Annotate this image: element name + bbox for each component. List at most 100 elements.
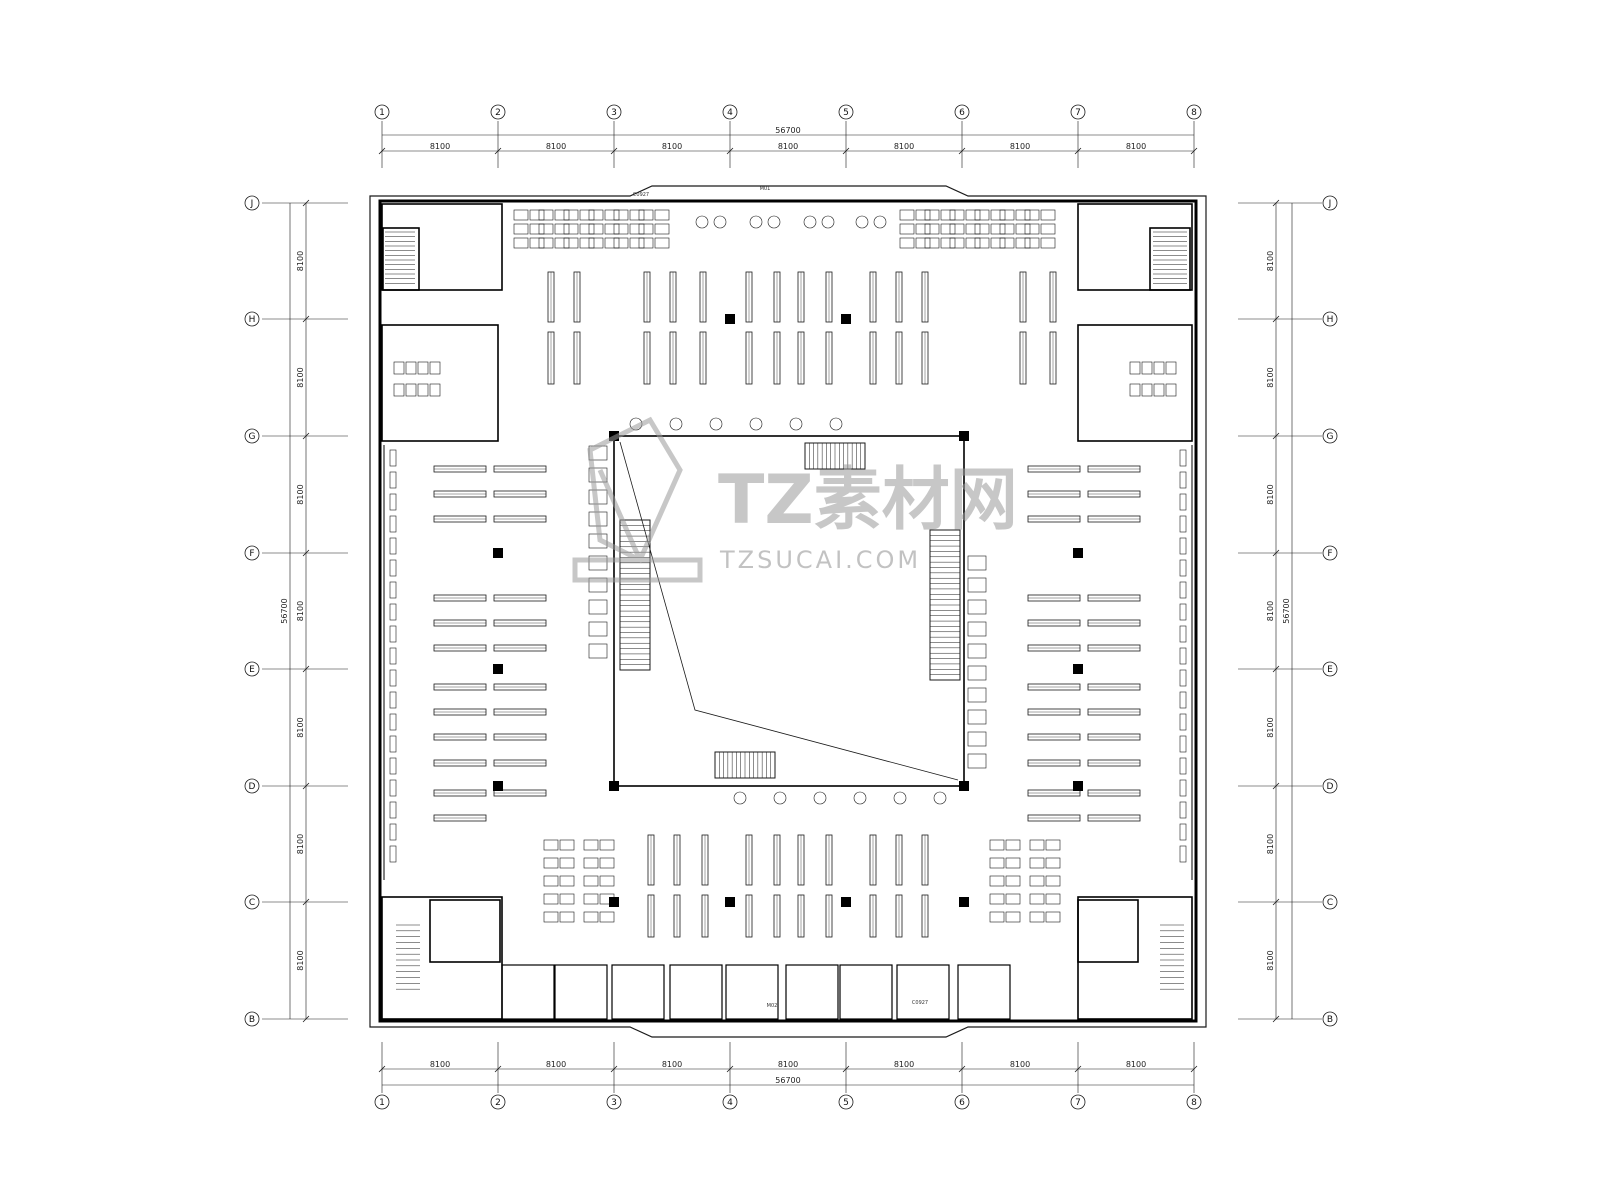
dim-top-tick-6 (958, 147, 966, 155)
north-west-table-pair (579, 223, 595, 235)
dim-left-tick-B (302, 1015, 310, 1023)
north-east-table (949, 209, 965, 221)
south-west-table-pair (599, 875, 615, 887)
dim-bottom-tick-8 (1190, 1065, 1198, 1073)
axis-bottom-4-label: 4 (727, 1098, 733, 1108)
axis-top-1-label: 1 (379, 108, 385, 118)
south-west-table (543, 893, 559, 905)
atrium-west-table (588, 599, 608, 615)
axis-right-G-label: G (1327, 432, 1334, 442)
dim-left-tick-G (302, 432, 310, 440)
axis-right-J-circle (1322, 195, 1338, 211)
column-13 (493, 548, 503, 558)
north-lounge-chair-pair-4 (873, 215, 887, 229)
south-east-table-pair (1045, 857, 1061, 869)
south-east-table (1029, 857, 1045, 869)
dim-bottom-bay-2: 8100 (546, 1060, 566, 1069)
axis-right-F-label: F (1327, 549, 1332, 559)
south-east-table-pair (1045, 893, 1061, 905)
axis-top-6-circle (954, 104, 970, 120)
atrium-east-stair (929, 529, 961, 681)
east-wall-shelf (1179, 537, 1187, 555)
axis-left-G-label: G (249, 432, 256, 442)
north-east-table (1024, 237, 1040, 249)
atrium-east-table (967, 621, 987, 637)
column-3 (493, 664, 503, 674)
atrium-south-seat (733, 791, 747, 805)
dim-left-bay-4: 8100 (296, 601, 305, 621)
north-east-table-pair (965, 223, 981, 235)
column-10 (959, 431, 969, 441)
dim-bottom-tick-3 (610, 1065, 618, 1073)
axis-grid-lines (262, 121, 1322, 1093)
north-east-table (949, 237, 965, 249)
north-west-table-pair (579, 209, 595, 221)
axis-bottom-6-circle (954, 1094, 970, 1110)
axis-top-2-circle (490, 104, 506, 120)
axis-bottom-7-circle (1070, 1094, 1086, 1110)
north-west-table (538, 209, 554, 221)
dim-top-bay-4: 8100 (778, 142, 798, 151)
atrium-north-stair (804, 442, 866, 470)
west-wall-shelf (389, 493, 397, 511)
dim-right-tick-F (1272, 549, 1280, 557)
north-east-table (999, 237, 1015, 249)
dim-top-bay-1: 8100 (430, 142, 450, 151)
room-se-core (1077, 896, 1193, 1020)
north-west-table-pair (654, 223, 670, 235)
north-east-table-pair (965, 237, 981, 249)
axis-top-7-circle (1070, 104, 1086, 120)
south-west-table (543, 857, 559, 869)
north-east-table (974, 237, 990, 249)
dim-right-tick-J (1272, 199, 1280, 207)
axis-right-E-label: E (1327, 665, 1333, 675)
column-12 (959, 781, 969, 791)
south-east-table-pair (1005, 893, 1021, 905)
north-west-table-pair (629, 209, 645, 221)
north-west-table-pair (554, 209, 570, 221)
south-east-table-pair (1005, 875, 1021, 887)
dim-left-tick-C (302, 898, 310, 906)
west-wall-shelf (389, 559, 397, 577)
dim-left-tick-D (302, 782, 310, 790)
south-east-table (1029, 839, 1045, 851)
south-study-room-6 (785, 964, 839, 1020)
dim-bottom-bay-3: 8100 (662, 1060, 682, 1069)
north-lounge-chair-3 (803, 215, 817, 229)
west-wall-shelf (389, 691, 397, 709)
dim-left-tick-H (302, 315, 310, 323)
atrium-east-table (967, 709, 987, 725)
north-west-table-pair (529, 223, 545, 235)
nw-toilet-cubicle (429, 361, 441, 375)
north-east-table (999, 223, 1015, 235)
dim-bottom-bay-7: 8100 (1126, 1060, 1146, 1069)
dim-left-bay-5: 8100 (296, 717, 305, 737)
dim-top-tick-4 (726, 147, 734, 155)
column-4 (493, 781, 503, 791)
south-study-room-1 (501, 964, 555, 1020)
dim-bottom-bay-1: 8100 (430, 1060, 450, 1069)
west-wall-shelf (389, 823, 397, 841)
north-east-table (949, 223, 965, 235)
atrium-east-table (967, 555, 987, 571)
column-16 (959, 897, 969, 907)
column-14 (1073, 548, 1083, 558)
column-7 (725, 897, 735, 907)
dim-bottom-bay-6: 8100 (1010, 1060, 1030, 1069)
axis-left-E-circle (244, 661, 260, 677)
axis-left-D-label: D (249, 782, 256, 792)
inner-wall-outline (378, 199, 1198, 1023)
dim-bottom-bay-4: 8100 (778, 1060, 798, 1069)
axis-right-E-circle (1322, 661, 1338, 677)
axis-left-F-label: F (249, 549, 254, 559)
east-wall-shelf (1179, 669, 1187, 687)
west-wall-shelf (389, 735, 397, 753)
dim-top-tick-7 (1074, 147, 1082, 155)
axis-left-F-circle (244, 545, 260, 561)
east-wall-shelf (1179, 735, 1187, 753)
south-west-table-pair (559, 857, 575, 869)
south-west-table (543, 911, 559, 923)
atrium-west-table (588, 467, 608, 483)
